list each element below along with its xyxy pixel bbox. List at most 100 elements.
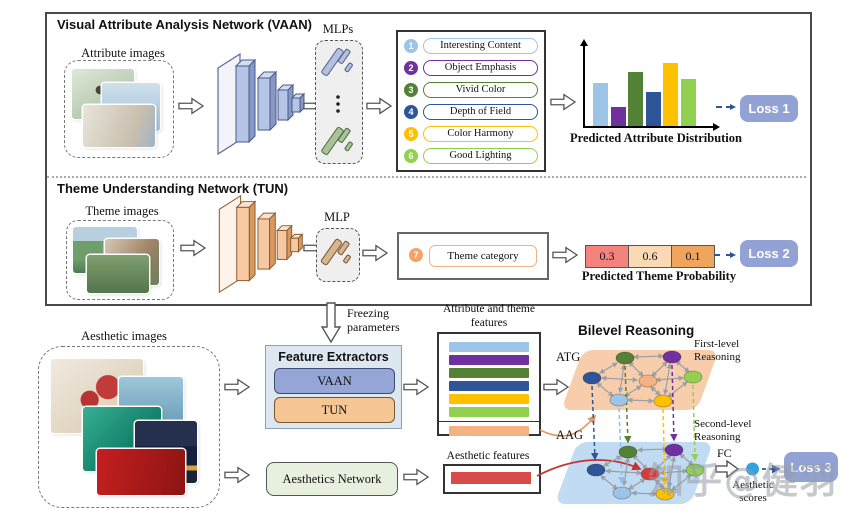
loss2-badge: Loss 2 [740, 240, 798, 267]
tun-cnn-icon [218, 194, 304, 294]
theme-photo [87, 255, 149, 293]
feature-bar [449, 342, 529, 352]
attribute-row: 3 Vivid Color [404, 82, 538, 98]
probability-cell: 0.6 [628, 245, 672, 268]
mlp-box [316, 228, 360, 282]
second-level-label: Second-level Reasoning [694, 418, 752, 444]
probability-cell: 0.3 [585, 245, 629, 268]
chart-title: Predicted Attribute Distribution [570, 131, 742, 145]
mlps-label: MLPs [322, 22, 354, 36]
chart-bar [681, 79, 696, 126]
feature-bar [449, 355, 529, 365]
aesthetic-features-box [443, 464, 541, 494]
feature-bar [449, 394, 529, 404]
flow-arrow [180, 238, 207, 263]
chart-bars [585, 42, 717, 126]
attribute-images-stack [64, 60, 174, 158]
flow-arrow [224, 465, 251, 490]
attribute-number-badge: 3 [404, 83, 418, 97]
feature-bar [449, 407, 529, 417]
theme-probability-title: Predicted Theme Probability [581, 269, 737, 283]
mlp-label: MLP [324, 210, 350, 224]
freezing-arrow [320, 302, 342, 349]
watermark: 知乎@健羽 [648, 461, 839, 502]
attribute-pill: Interesting Content [423, 38, 538, 54]
probability-cell: 0.1 [671, 245, 715, 268]
fe-vaan-box: VAAN [274, 368, 395, 394]
theme-images-stack [66, 220, 174, 300]
attribute-row: 2 Object Emphasis [404, 60, 538, 76]
attribute-number-badge: 1 [404, 39, 418, 53]
fc-label: FC [717, 446, 732, 460]
attribute-row: 4 Depth of Field [404, 104, 538, 120]
loss1-badge: Loss 1 [740, 95, 798, 122]
section-divider [47, 176, 806, 178]
chart-bar [645, 92, 661, 126]
attribute-distribution-chart [580, 39, 720, 131]
feature-bar [449, 381, 529, 391]
attribute-row: 5 Color Harmony [404, 126, 538, 142]
aesthetic-images-stack [38, 346, 220, 508]
attribute-number-badge: 6 [404, 149, 418, 163]
feature-extractors-box: Feature Extractors VAAN TUN [265, 345, 402, 429]
attribute-number-badge: 2 [404, 61, 418, 75]
aesthetic-photo [97, 449, 185, 495]
flow-arrow [366, 96, 393, 121]
attribute-number-badge: 4 [404, 105, 418, 119]
flow-arrow [178, 96, 205, 121]
attr-theme-features-box [437, 332, 541, 436]
attribute-pill: Vivid Color [423, 82, 538, 98]
flow-arrow [403, 377, 430, 402]
theme-feature-bar [449, 426, 529, 436]
vaan-title: Visual Attribute Analysis Network (VAAN) [57, 17, 312, 32]
theme-category-box: 7 Theme category [397, 232, 549, 280]
x-axis-arrow [713, 123, 724, 131]
aesthetic-feature-bar [451, 472, 531, 484]
flow-arrow [362, 243, 389, 268]
aesthetic-features-label: Aesthetic features [446, 450, 530, 462]
attribute-number-badge: 5 [404, 127, 418, 141]
fe-tun-box: TUN [274, 397, 395, 423]
bilevel-reasoning-graph [536, 350, 781, 501]
attribute-pill: Object Emphasis [423, 60, 538, 76]
flow-arrow [552, 245, 579, 270]
mlps-icon [321, 47, 353, 156]
aesthetic-scores-label: Aesthetic scores [732, 479, 774, 505]
bilevel-reasoning-title: Bilevel Reasoning [578, 323, 695, 338]
aag-label: AAG [556, 428, 584, 442]
y-axis-arrow [580, 35, 588, 46]
flow-arrow [403, 467, 430, 492]
aesthetic-images-label: Aesthetic images [81, 329, 167, 343]
theme-images-label: Theme images [85, 204, 159, 218]
theme-category-pill: Theme category [429, 245, 537, 267]
theme-number-badge: 7 [409, 248, 423, 262]
vaan-cnn-icon [217, 52, 306, 156]
mlp-icon [320, 238, 351, 266]
flow-arrow [224, 377, 251, 402]
attribute-images-label: Attribute images [81, 46, 165, 60]
atg-label: ATG [556, 350, 581, 364]
chart-bar [593, 83, 608, 126]
attr-theme-features-label: Attribute and theme features [443, 303, 535, 329]
flow-arrow [543, 377, 570, 402]
theme-probability-row: 0.3 0.6 0.1 [585, 245, 715, 268]
flow-arrow [550, 92, 577, 117]
attribute-pill: Color Harmony [423, 126, 538, 142]
feature-bar [449, 368, 529, 378]
aesthetics-network-box: Aesthetics Network [266, 462, 398, 496]
freezing-parameters-label: Freezing parameters [347, 306, 400, 335]
loss2-dashed-arrow [714, 251, 736, 258]
attribute-pill: Good Lighting [423, 148, 538, 164]
loss3-badge: Loss 3 [784, 452, 838, 482]
attribute-photo [83, 105, 155, 147]
attribute-row: 1 Interesting Content [404, 38, 538, 54]
tun-title: Theme Understanding Network (TUN) [57, 181, 289, 196]
loss1-dashed-arrow [716, 103, 736, 110]
attribute-row: 6 Good Lighting [404, 148, 538, 164]
feature-divider [439, 421, 539, 422]
attribute-pill: Depth of Field [423, 104, 538, 120]
first-level-label: First-level Reasoning [694, 338, 741, 364]
chart-bar [663, 63, 679, 126]
